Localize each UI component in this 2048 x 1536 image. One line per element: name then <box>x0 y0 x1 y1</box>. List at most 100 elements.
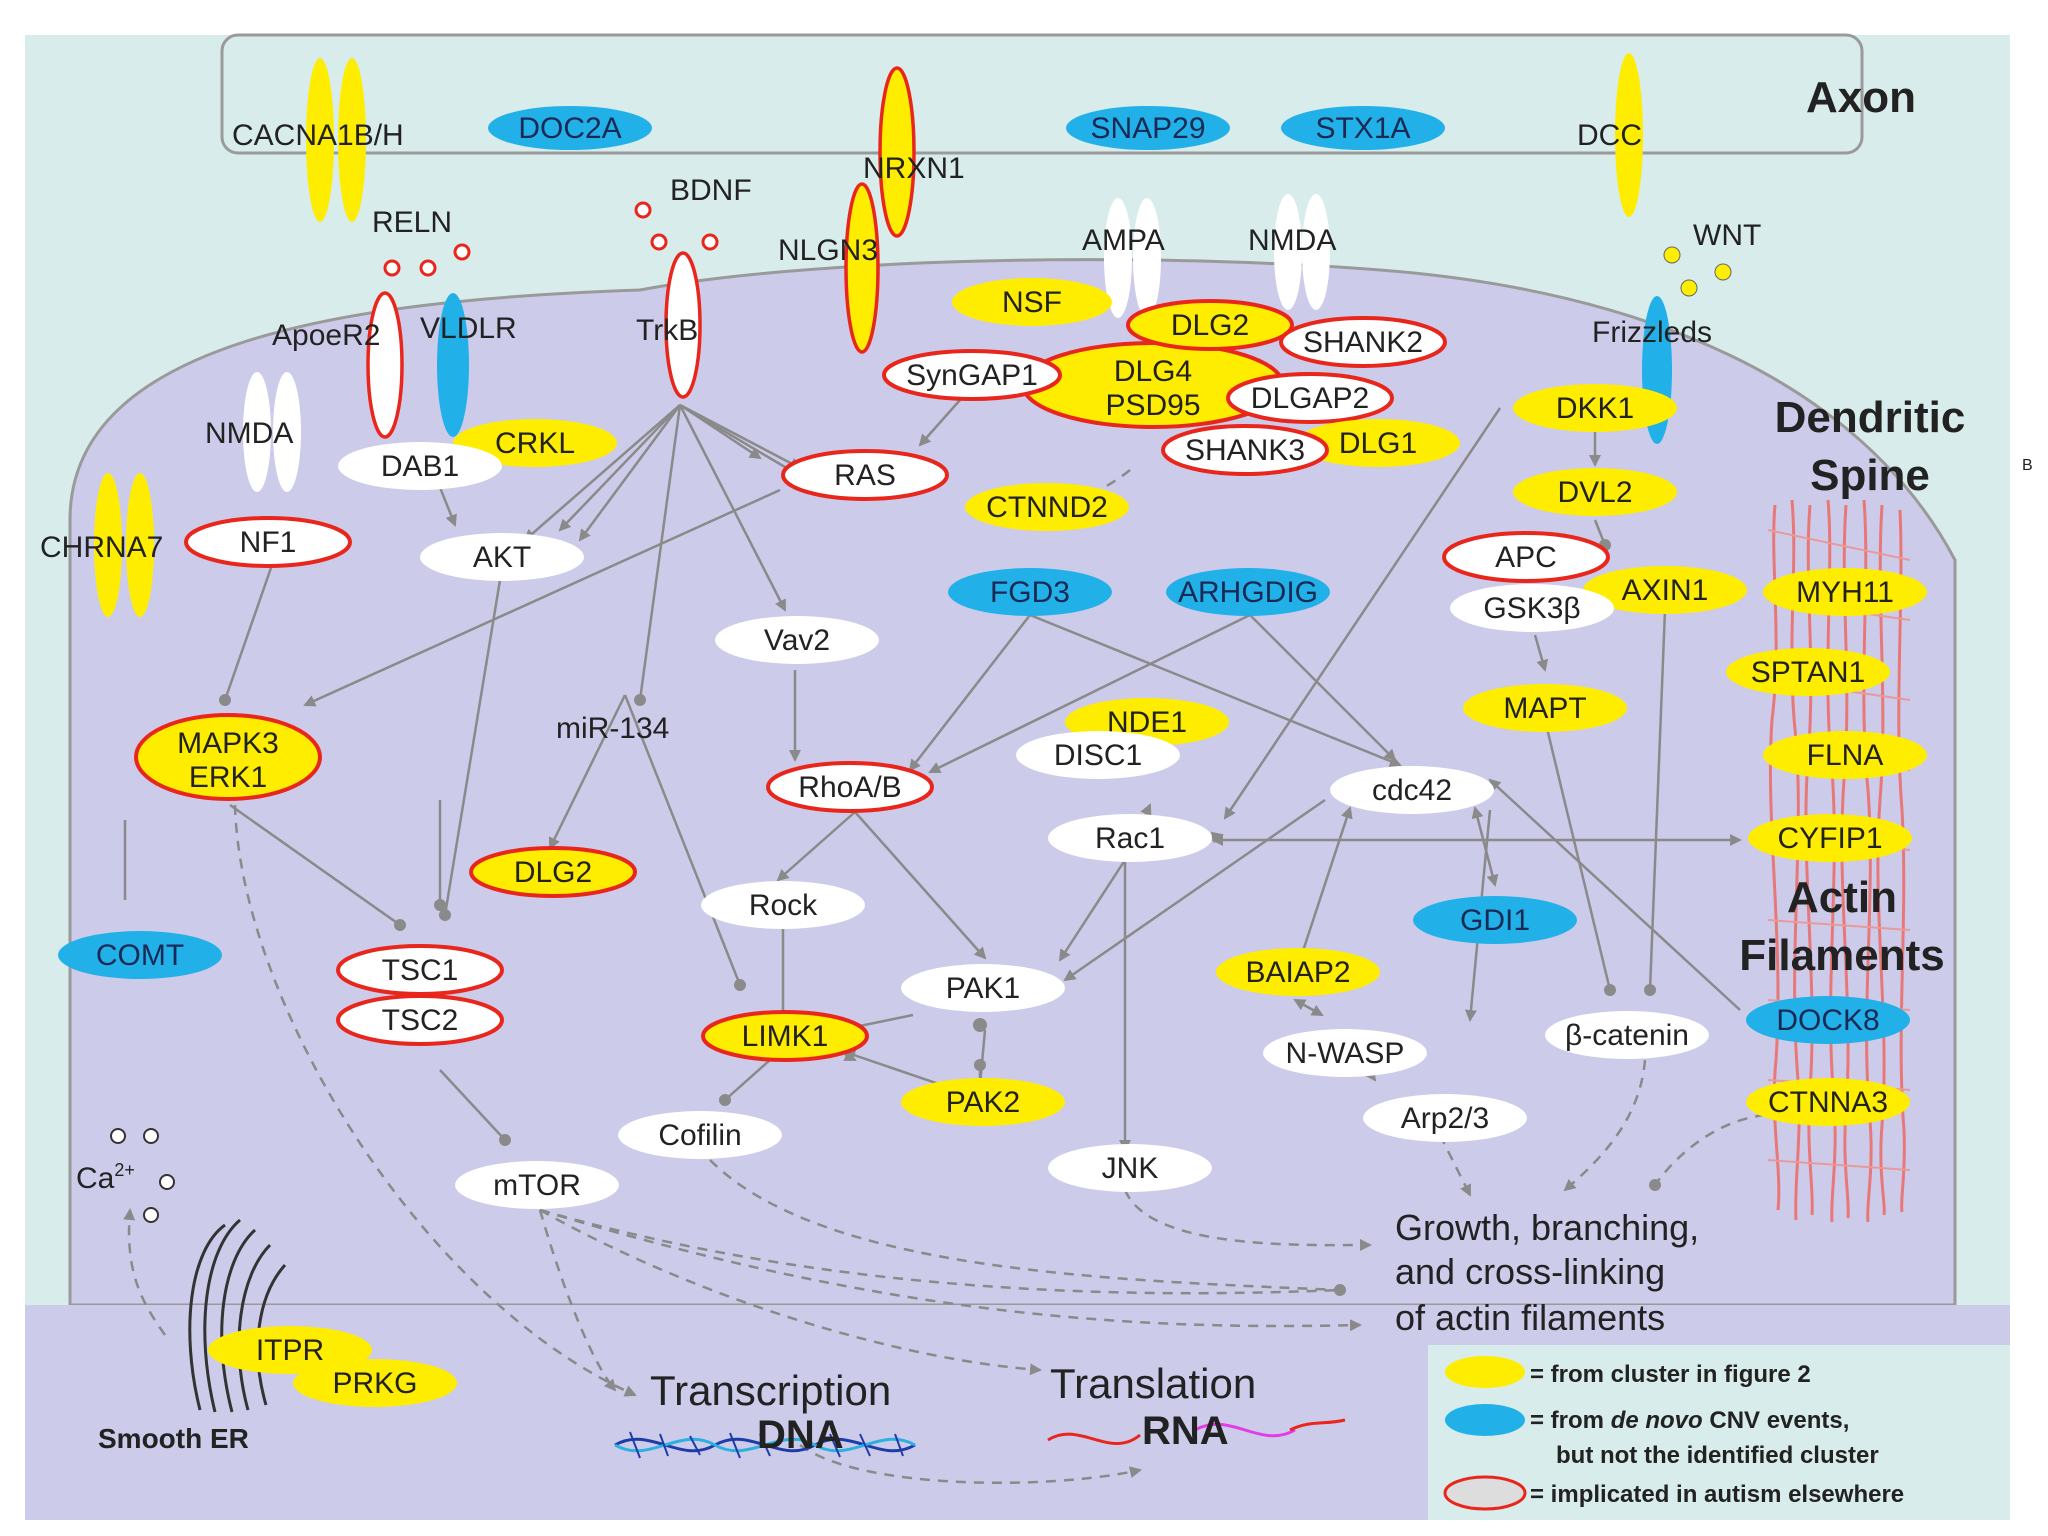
node-comt-label: COMT <box>96 939 184 972</box>
node-dab1[interactable]: DAB1 <box>338 442 502 490</box>
node-pak2[interactable]: PAK2 <box>901 1078 1065 1126</box>
node-dock8[interactable]: DOCK8 <box>1746 996 1910 1044</box>
stray-letter: B <box>2022 457 2033 474</box>
node-rac1[interactable]: Rac1 <box>1048 814 1212 862</box>
node-jnk-label: JNK <box>1102 1152 1159 1185</box>
node-nsf[interactable]: NSF <box>952 278 1112 326</box>
node-myh11[interactable]: MYH11 <box>1763 568 1927 616</box>
node-bcatenin[interactable]: β-catenin <box>1545 1011 1709 1059</box>
node-mapk3-l1-label: MAPK3 <box>177 727 279 760</box>
node-pak1-label: PAK1 <box>946 972 1021 1005</box>
node-tsc2[interactable]: TSC2 <box>336 994 504 1046</box>
node-dlg2-top[interactable]: DLG2 <box>1126 299 1294 351</box>
node-shank2[interactable]: SHANK2 <box>1279 316 1447 368</box>
node-nsf-shape <box>952 278 1112 326</box>
node-gsk3b[interactable]: GSK3β <box>1450 584 1614 632</box>
nrxn1-protein[interactable] <box>878 66 916 238</box>
smooth-er-organelle <box>188 1218 287 1413</box>
dcc-protein[interactable] <box>1615 53 1643 217</box>
node-nf1[interactable]: NF1 <box>184 516 352 568</box>
vldlr-receptor[interactable] <box>437 293 469 437</box>
dna-label: DNA <box>757 1413 844 1457</box>
legend-blue-swatch <box>1445 1404 1525 1436</box>
node-itpr-shape <box>208 1326 372 1374</box>
node-myh11-shape <box>1763 568 1927 616</box>
node-pak1[interactable]: PAK1 <box>901 964 1065 1012</box>
node-nwasp[interactable]: N-WASP <box>1263 1029 1427 1077</box>
node-stx1a[interactable]: STX1A <box>1281 106 1445 150</box>
rna-strand <box>1047 1418 1346 1446</box>
node-cyfip1[interactable]: CYFIP1 <box>1748 814 1912 862</box>
node-sptan1[interactable]: SPTAN1 <box>1726 648 1890 696</box>
dna-helix <box>614 1431 916 1459</box>
node-pak2-shape <box>901 1078 1065 1126</box>
node-ctnnd2[interactable]: CTNND2 <box>965 483 1129 531</box>
node-dlg2-mid[interactable]: DLG2 <box>469 846 637 898</box>
trkb-receptor[interactable] <box>664 251 702 399</box>
translation-label: Translation <box>1050 1360 1256 1407</box>
node-shank3-shape <box>1161 424 1329 476</box>
node-bcatenin-label: β-catenin <box>1565 1019 1689 1052</box>
node-tsc1[interactable]: TSC1 <box>336 944 504 996</box>
reln-label: RELN <box>372 206 452 239</box>
apoer2-label: ApoeR2 <box>272 319 380 352</box>
node-mapt[interactable]: MAPT <box>1463 684 1627 732</box>
node-akt-shape <box>420 533 584 581</box>
node-rhoab[interactable]: RhoA/B <box>766 761 934 813</box>
node-dkk1[interactable]: DKK1 <box>1513 384 1677 432</box>
node-syngap1[interactable]: SynGAP1 <box>882 349 1062 401</box>
node-akt[interactable]: AKT <box>420 533 584 581</box>
node-comt-shape <box>58 931 222 979</box>
node-ctnna3[interactable]: CTNNA3 <box>1746 1078 1910 1126</box>
bdnf-ligand <box>650 233 668 251</box>
wnt-label: WNT <box>1693 219 1761 252</box>
ampa-receptor-a <box>1104 198 1132 318</box>
node-snap29[interactable]: SNAP29 <box>1066 106 1230 150</box>
node-dlgap2[interactable]: DLGAP2 <box>1226 372 1394 424</box>
node-vav2[interactable]: Vav2 <box>715 616 879 664</box>
node-baiap2[interactable]: BAIAP2 <box>1216 948 1380 996</box>
nmda-left-label: NMDA <box>205 417 293 450</box>
node-prkg[interactable]: PRKG <box>293 1359 457 1407</box>
dendritic-spine-label-2: Spine <box>1810 451 1930 500</box>
node-limk1-shape <box>701 1010 869 1062</box>
legend-red-swatch <box>1443 1475 1527 1511</box>
node-dkk1-label: DKK1 <box>1556 392 1634 425</box>
node-crkl[interactable]: CRKL <box>453 419 617 467</box>
calcium-ion <box>143 1207 159 1223</box>
node-ras-label: RAS <box>834 459 896 492</box>
node-shank3[interactable]: SHANK3 <box>1161 424 1329 476</box>
node-limk1[interactable]: LIMK1 <box>701 1010 869 1062</box>
node-arp23[interactable]: Arp2/3 <box>1363 1094 1527 1142</box>
wnt-ligand <box>1663 246 1681 264</box>
node-axin1[interactable]: AXIN1 <box>1583 566 1747 614</box>
node-flna[interactable]: FLNA <box>1763 731 1927 779</box>
node-arhgdig[interactable]: ARHGDIG <box>1166 568 1330 616</box>
calcium-label: Ca2+ <box>76 1160 135 1195</box>
node-fgd3[interactable]: FGD3 <box>948 568 1112 616</box>
node-disc1[interactable]: DISC1 <box>1016 731 1180 779</box>
node-ras[interactable]: RAS <box>781 449 949 501</box>
apoer2-receptor[interactable] <box>366 291 404 439</box>
node-dvl2[interactable]: DVL2 <box>1513 468 1677 516</box>
node-mtor[interactable]: mTOR <box>455 1161 619 1209</box>
node-rock[interactable]: Rock <box>701 881 865 929</box>
node-cdc42[interactable]: cdc42 <box>1330 766 1494 814</box>
node-dlg1[interactable]: DLG1 <box>1296 419 1460 467</box>
node-gsk3b-label: GSK3β <box>1483 592 1580 625</box>
node-cofilin[interactable]: Cofilin <box>618 1111 782 1159</box>
node-gdi1[interactable]: GDI1 <box>1413 896 1577 944</box>
nlgn3-protein[interactable] <box>844 182 880 354</box>
node-apc[interactable]: APC <box>1442 531 1610 583</box>
node-jnk[interactable]: JNK <box>1048 1144 1212 1192</box>
node-gsk3b-shape <box>1450 584 1614 632</box>
calcium-ion <box>159 1174 175 1190</box>
node-comt[interactable]: COMT <box>58 931 222 979</box>
node-itpr[interactable]: ITPR <box>208 1326 372 1374</box>
ampa-receptor-b <box>1133 198 1161 318</box>
node-doc2a[interactable]: DOC2A <box>488 106 652 150</box>
node-dlgap2-shape <box>1226 372 1394 424</box>
